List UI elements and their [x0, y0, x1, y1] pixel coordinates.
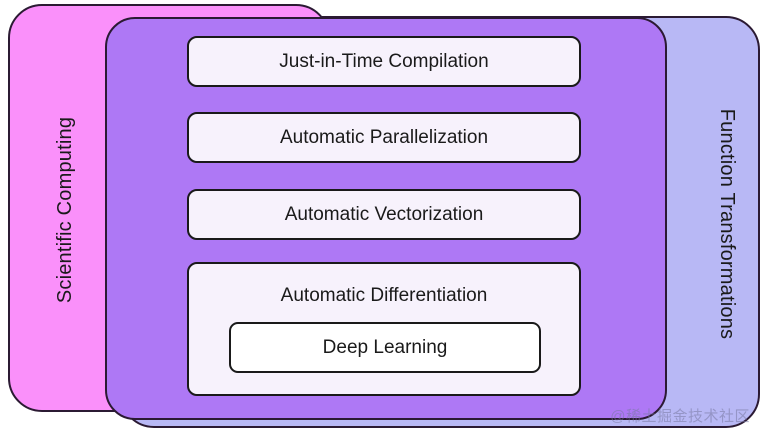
- card-deep-learning: Deep Learning: [229, 322, 541, 373]
- card-label: Just-in-Time Compilation: [279, 50, 489, 72]
- card-automatic-vectorization: Automatic Vectorization: [187, 189, 581, 240]
- card-automatic-parallelization: Automatic Parallelization: [187, 112, 581, 163]
- card-label: Deep Learning: [322, 336, 448, 358]
- card-label: Automatic Differentiation: [280, 285, 488, 306]
- card-label: Automatic Parallelization: [279, 126, 489, 148]
- card-label: Automatic Vectorization: [284, 203, 484, 225]
- watermark: @稀土掘金技术社区: [610, 408, 750, 425]
- function-transformations-label: Function Transformations: [716, 108, 738, 340]
- card-automatic-differentiation: Automatic Differentiation Deep Learning: [187, 262, 581, 396]
- scientific-computing-label: Scientific Computing: [54, 116, 76, 304]
- card-just-in-time-compilation: Just-in-Time Compilation: [187, 36, 581, 87]
